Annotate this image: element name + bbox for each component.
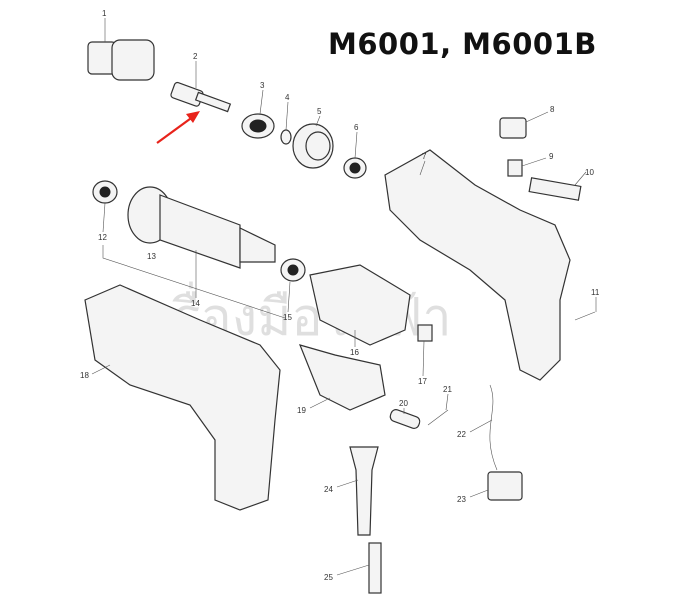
part-bearing-3 (241, 113, 275, 139)
part-number-10: 10 (585, 168, 594, 177)
part-17 (417, 324, 433, 342)
part-spindle (170, 81, 232, 113)
part-number-13: 13 (147, 252, 156, 261)
part-20 (389, 409, 421, 429)
red-arrow-indicator (156, 111, 200, 144)
part-armature (127, 186, 276, 269)
part-number-3: 3 (260, 81, 265, 90)
part-number-1: 1 (102, 9, 107, 18)
part-8 (499, 117, 527, 139)
part-number-8: 8 (550, 105, 555, 114)
part-rod (368, 542, 382, 594)
part-number-12: 12 (98, 233, 107, 242)
part-bearing-12 (92, 180, 118, 204)
part-number-20: 20 (399, 399, 408, 408)
part-number-17: 17 (418, 377, 427, 386)
part-number-24: 24 (324, 485, 333, 494)
part-23 (487, 471, 523, 501)
part-number-2: 2 (193, 52, 198, 61)
part-number-7: 7 (422, 152, 427, 161)
part-number-11: 11 (591, 288, 600, 297)
part-number-16: 16 (350, 348, 359, 357)
part-number-22: 22 (457, 430, 466, 439)
part-switch (298, 344, 386, 411)
part-number-23: 23 (457, 495, 466, 504)
part-name-plate (528, 177, 582, 201)
part-bearing-15 (280, 258, 306, 282)
part-retaining-ring (280, 129, 292, 145)
part-number-4: 4 (285, 93, 290, 102)
part-number-15: 15 (283, 313, 292, 322)
part-number-6: 6 (354, 123, 359, 132)
part-number-9: 9 (549, 152, 554, 161)
part-screw-21 (427, 409, 449, 426)
part-number-21: 21 (443, 385, 452, 394)
part-side-handle (349, 446, 379, 536)
part-carbon-brush (507, 159, 523, 177)
part-screw-11 (574, 311, 596, 321)
part-housing-half (384, 149, 571, 381)
part-number-19: 19 (297, 406, 306, 415)
part-field (309, 264, 411, 346)
part-housing-cover (84, 284, 281, 511)
part-cord-22 (489, 384, 498, 471)
part-number-14: 14 (191, 299, 200, 308)
part-bearing-6 (343, 157, 367, 179)
part-number-18: 18 (80, 371, 89, 380)
part-number-25: 25 (324, 573, 333, 582)
model-title: M6001, M6001B (328, 27, 597, 61)
part-number-5: 5 (317, 107, 322, 116)
part-chuck (87, 39, 155, 81)
part-gear (292, 123, 334, 169)
leader-lines (91, 18, 597, 576)
